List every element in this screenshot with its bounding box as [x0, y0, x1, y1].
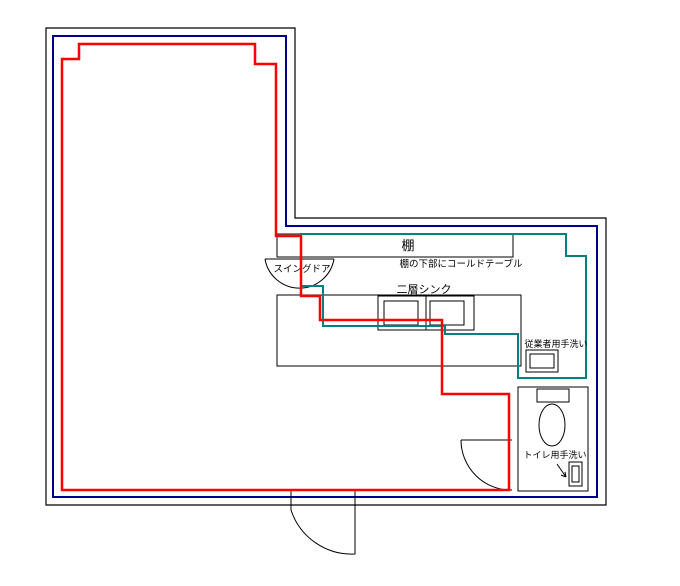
toilet-tank: [536, 388, 570, 403]
counter: [276, 294, 522, 367]
toilet-handwash-sink: [568, 461, 583, 487]
swing-door: [264, 258, 335, 289]
shelf-note-label: 棚の下部にコールドテーブル: [400, 258, 523, 270]
sink-basin-left: [383, 300, 419, 326]
sink-basin-right: [429, 300, 465, 326]
shelf: [276, 233, 514, 258]
toilet-bowl: [538, 403, 566, 447]
kitchen-area-outline: [300, 233, 587, 379]
staff-handwash-basin: [529, 353, 555, 369]
staff-handwash-sink: [525, 349, 559, 373]
entrance-door: [290, 491, 356, 555]
outer-wall: [45, 27, 607, 506]
toilet-handwash-basin: [571, 465, 580, 483]
toilet-door: [460, 439, 513, 491]
toilet-room: [517, 386, 589, 492]
toilet-handwash-label: トイレ用手洗い: [523, 449, 586, 461]
toilet-handwash-pointer: [556, 463, 567, 478]
double-sink-label: 二層シンク: [397, 283, 452, 296]
kitchen-boundary: [60, 42, 511, 492]
shelf-label: 棚: [401, 239, 414, 254]
inner-wall: [52, 35, 598, 498]
staff-handwash-label: 従業者用手洗い: [524, 338, 587, 350]
